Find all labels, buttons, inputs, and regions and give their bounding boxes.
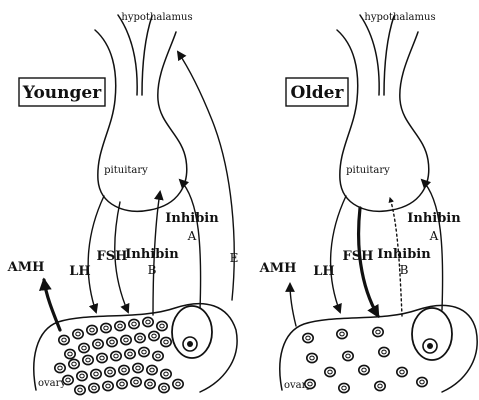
follicle bbox=[343, 351, 353, 360]
follicle bbox=[93, 339, 103, 348]
follicle bbox=[91, 369, 101, 378]
follicle bbox=[107, 337, 117, 346]
follicle bbox=[173, 379, 183, 388]
hypothalamus-label: hypothalamus bbox=[364, 12, 435, 23]
follicle bbox=[143, 317, 153, 326]
hypothalamus-stalk-2 bbox=[384, 16, 394, 95]
title-box-younger: Younger bbox=[19, 78, 105, 106]
amh-label: AMH bbox=[7, 260, 45, 275]
follicle bbox=[69, 359, 79, 368]
follicle bbox=[397, 367, 407, 376]
follicle bbox=[161, 337, 171, 346]
follicle bbox=[135, 333, 145, 342]
hypothalamus-stalk bbox=[360, 15, 379, 95]
hypothalamus-stalk bbox=[118, 15, 137, 95]
follicle bbox=[125, 349, 135, 358]
hypothalamus-label: hypothalamus bbox=[121, 12, 192, 23]
follicle bbox=[131, 377, 141, 386]
follicle bbox=[121, 335, 131, 344]
follicle bbox=[103, 381, 113, 390]
follicle bbox=[147, 365, 157, 374]
follicle bbox=[159, 383, 169, 392]
follicle bbox=[325, 367, 335, 376]
follicle bbox=[359, 365, 369, 374]
follicle bbox=[97, 353, 107, 362]
pituitary-label: pituitary bbox=[104, 165, 148, 176]
pituitary-label: pituitary bbox=[346, 165, 390, 176]
panel-younger: Younger hypothalamus pituitary E Inhibin… bbox=[7, 12, 239, 395]
inhibin-a-word: Inhibin bbox=[165, 211, 219, 226]
follicle bbox=[87, 325, 97, 334]
amh-arrow bbox=[290, 284, 296, 326]
inhibin-b-letter: B bbox=[148, 263, 157, 277]
follicle bbox=[79, 343, 89, 352]
follicle bbox=[375, 381, 385, 390]
fsh-label: FSH bbox=[97, 249, 128, 264]
lh-label: LH bbox=[313, 264, 334, 279]
inhibin-a-arrow bbox=[180, 180, 201, 310]
lh-label: LH bbox=[69, 264, 90, 279]
follicle bbox=[307, 353, 317, 362]
follicle bbox=[55, 363, 65, 372]
hypothalamus-stalk-2 bbox=[142, 16, 152, 95]
inhibin-a-arrow bbox=[422, 180, 443, 310]
follicle bbox=[339, 383, 349, 392]
follicle bbox=[129, 319, 139, 328]
follicle bbox=[417, 377, 427, 386]
panel-older: Older hypothalamus pituitary Inhibin A I… bbox=[259, 12, 478, 393]
title-box-older: Older bbox=[286, 78, 348, 106]
follicle bbox=[153, 351, 163, 360]
follicle bbox=[89, 383, 99, 392]
pituitary-outline bbox=[95, 30, 187, 211]
inhibin-a-word: Inhibin bbox=[407, 211, 461, 226]
e-label: E bbox=[230, 251, 239, 265]
panel-title: Older bbox=[291, 83, 345, 103]
inhibin-a-letter: A bbox=[187, 229, 197, 243]
panel-title: Younger bbox=[22, 83, 102, 103]
follicle bbox=[161, 369, 171, 378]
follicle bbox=[133, 363, 143, 372]
follicle bbox=[305, 379, 315, 388]
follicle bbox=[115, 321, 125, 330]
follicle bbox=[145, 379, 155, 388]
inhibin-b-letter: B bbox=[400, 263, 409, 277]
follicle bbox=[83, 355, 93, 364]
pituitary-outline bbox=[337, 30, 429, 211]
follicle bbox=[157, 321, 167, 330]
follicle-group bbox=[303, 327, 427, 392]
inhibin-a-letter: A bbox=[429, 229, 439, 243]
follicle bbox=[73, 329, 83, 338]
follicle bbox=[77, 371, 87, 380]
follicle-group bbox=[55, 317, 183, 394]
follicle bbox=[117, 379, 127, 388]
follicle bbox=[303, 333, 313, 342]
follicle bbox=[63, 375, 73, 384]
follicle bbox=[337, 329, 347, 338]
inhibin-b-word: Inhibin bbox=[125, 247, 179, 262]
follicle bbox=[139, 347, 149, 356]
follicle bbox=[75, 385, 85, 394]
follicle bbox=[373, 327, 383, 336]
follicle bbox=[379, 347, 389, 356]
follicle bbox=[59, 335, 69, 344]
follicle bbox=[105, 367, 115, 376]
follicle bbox=[149, 331, 159, 340]
follicle bbox=[65, 349, 75, 358]
dominant-follicle bbox=[172, 306, 212, 358]
follicle bbox=[119, 365, 129, 374]
fsh-label: FSH bbox=[343, 249, 374, 264]
dominant-follicle bbox=[412, 308, 452, 360]
follicle bbox=[111, 351, 121, 360]
follicle bbox=[101, 323, 111, 332]
inhibin-b-word: Inhibin bbox=[377, 247, 431, 262]
amh-label: AMH bbox=[259, 261, 297, 276]
